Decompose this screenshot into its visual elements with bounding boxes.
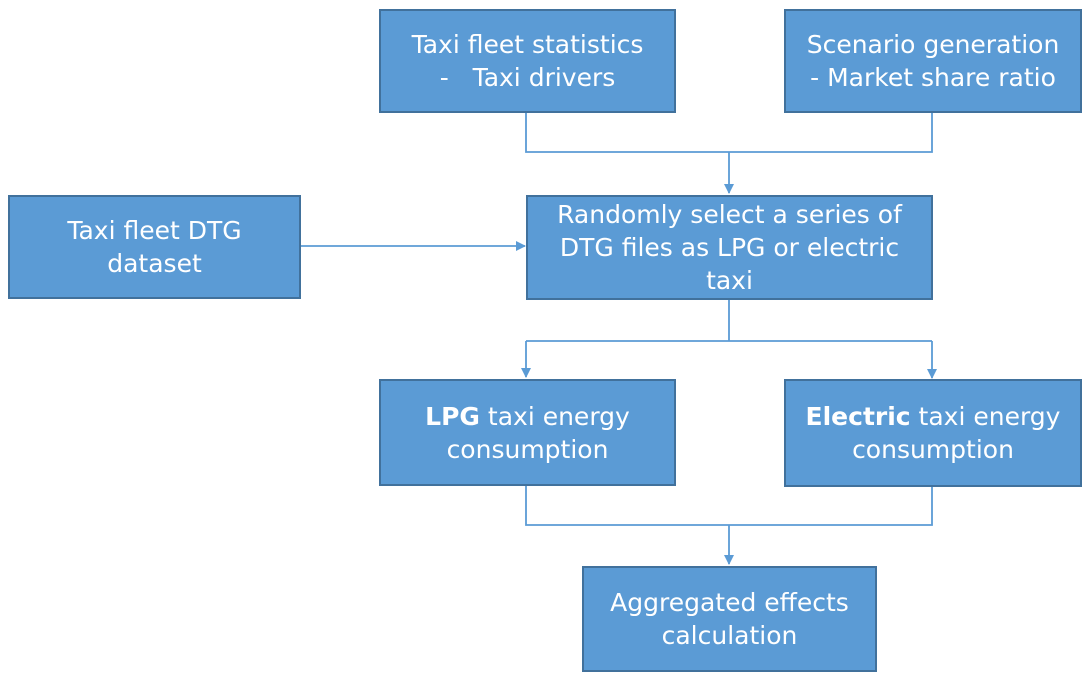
taxi-stats-line2: - Taxi drivers [439, 63, 616, 92]
taxi-stats-line1: Taxi fleet statistics [411, 30, 644, 59]
connector-top-merge [525, 113, 933, 153]
scenario-line2: - Market share ratio [810, 63, 1056, 92]
electric-bold-label: Electric [805, 402, 911, 431]
random-select-line3: taxi [706, 266, 753, 295]
dtg-dataset-line1: Taxi fleet DTG [67, 216, 242, 245]
electric-energy-box: Electric taxi energy consumption [784, 379, 1082, 487]
scenario-generation-box: Scenario generation - Market share ratio [784, 9, 1082, 113]
taxi-fleet-statistics-box: Taxi fleet statistics - Taxi drivers [379, 9, 676, 113]
aggregated-line2: calculation [661, 621, 798, 650]
random-select-box: Randomly select a series of DTG files as… [526, 195, 933, 300]
electric-line2: consumption [852, 435, 1014, 464]
connector-bottom-merge [525, 486, 933, 526]
electric-line1-rest: taxi energy [910, 402, 1061, 431]
random-select-line1: Randomly select a series of [557, 200, 902, 229]
lpg-line2: consumption [446, 434, 609, 464]
random-select-line2: DTG files as LPG or electric [559, 233, 900, 262]
aggregated-line1: Aggregated effects [610, 588, 849, 617]
connector-split [526, 300, 932, 342]
scenario-line1: Scenario generation [806, 30, 1060, 59]
lpg-bold-label: LPG [425, 401, 480, 431]
aggregated-effects-box: Aggregated effects calculation [582, 566, 877, 672]
lpg-energy-box: LPG taxi energy consumption [379, 379, 676, 486]
dtg-dataset-box: Taxi fleet DTG dataset [8, 195, 301, 299]
dtg-dataset-line2: dataset [107, 249, 202, 278]
electric-line1: Electric taxi energy [806, 400, 1061, 433]
lpg-line1-rest: taxi energy [479, 401, 630, 431]
lpg-line1: LPG taxi energy [425, 400, 630, 433]
